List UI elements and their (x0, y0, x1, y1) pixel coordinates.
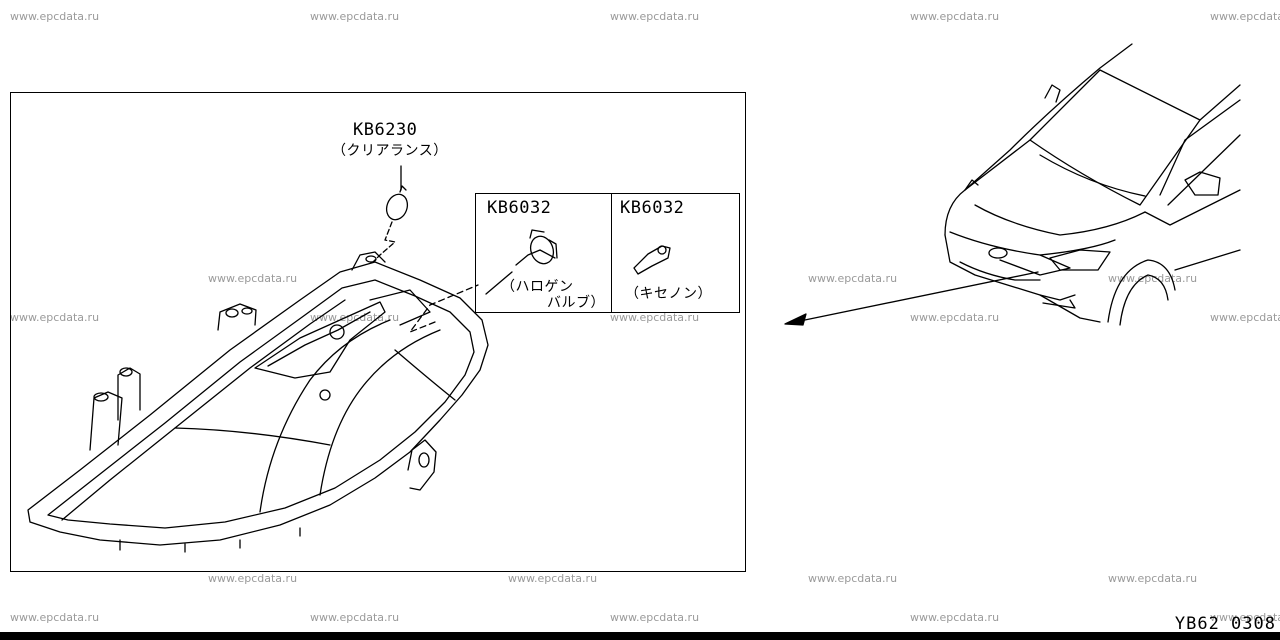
watermark: www.epcdata.ru (10, 611, 100, 624)
watermark: www.epcdata.ru (310, 10, 400, 23)
watermark: www.epcdata.ru (10, 311, 100, 324)
watermark: www.epcdata.ru (808, 572, 898, 585)
watermark: www.epcdata.ru (808, 272, 898, 285)
watermark: www.epcdata.ru (208, 572, 298, 585)
watermark: www.epcdata.ru (208, 272, 298, 285)
xenon-part-name: （キセノン） (625, 286, 712, 302)
watermark: www.epcdata.ru (1108, 272, 1198, 285)
callout-divider (611, 194, 612, 312)
watermark: www.epcdata.ru (508, 572, 598, 585)
watermark: www.epcdata.ru (610, 611, 700, 624)
watermark: www.epcdata.ru (610, 10, 700, 23)
xenon-part-number[interactable]: KB6032 (620, 198, 685, 218)
clearance-part-name: （クリアランス） (332, 143, 448, 159)
watermark: www.epcdata.ru (610, 311, 700, 324)
watermark: www.epcdata.ru (910, 611, 1000, 624)
car-outline (944, 43, 1133, 236)
watermark: www.epcdata.ru (910, 10, 1000, 23)
watermark: www.epcdata.ru (10, 10, 100, 23)
headlamp-housing (27, 261, 489, 546)
headlamp-lens (47, 279, 475, 529)
watermark: www.epcdata.ru (1210, 10, 1280, 23)
halogen-part-number[interactable]: KB6032 (487, 198, 552, 218)
halogen-part-name-line2: バルブ） (547, 295, 605, 311)
watermark: www.epcdata.ru (1210, 311, 1280, 324)
footer-bar (0, 632, 1280, 640)
watermark: www.epcdata.ru (310, 611, 400, 624)
halogen-part-name-line1: （ハロゲン (501, 279, 574, 295)
diagram-frame (10, 92, 746, 572)
watermark: www.epcdata.ru (910, 311, 1000, 324)
watermark: www.epcdata.ru (1108, 572, 1198, 585)
bulb-callout-box (475, 193, 740, 313)
diagram-code: YB62 0308 (1174, 614, 1276, 634)
watermark: www.epcdata.ru (1210, 611, 1280, 624)
watermark: www.epcdata.ru (310, 311, 400, 324)
clearance-part-number[interactable]: KB6230 (353, 120, 418, 140)
